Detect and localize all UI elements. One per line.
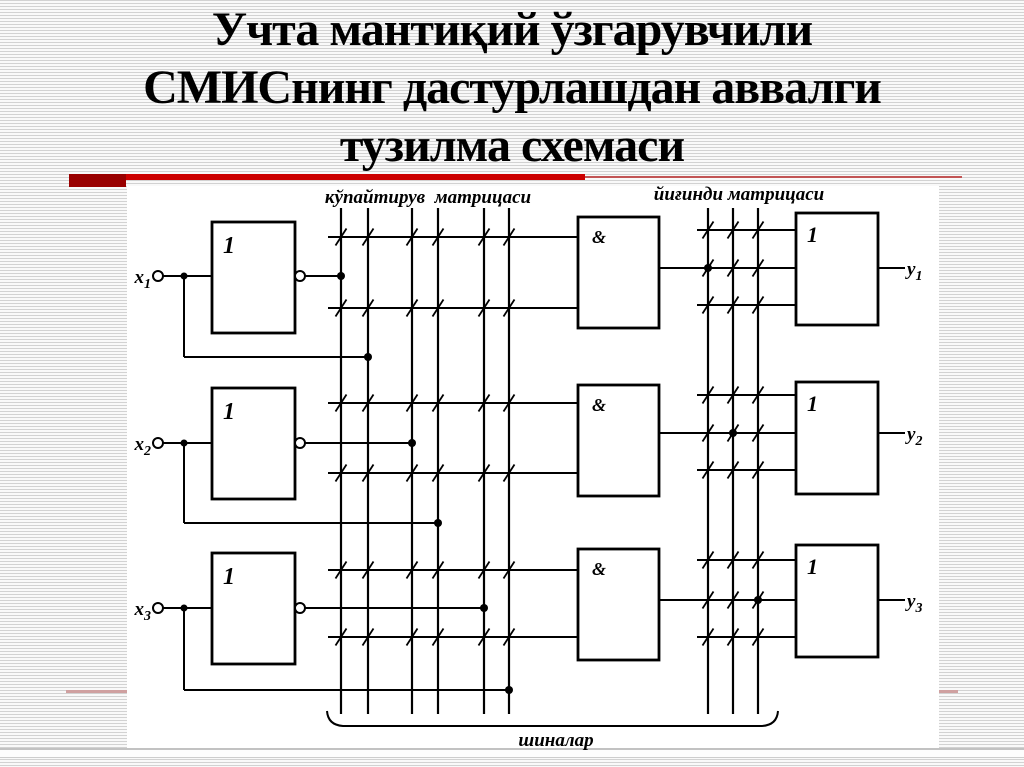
- multiplication-matrix: [328, 208, 578, 714]
- and-gate-box-1: [576, 215, 661, 330]
- or-gate-box-2: [794, 380, 880, 496]
- input-label-x3: x3: [134, 599, 152, 624]
- not-gate-label-1: 1: [223, 233, 235, 259]
- input-group-2: x2: [134, 434, 442, 527]
- and-gate-2: &: [576, 383, 796, 498]
- or-gate-label-2: 1: [807, 391, 818, 416]
- or-gate-box-3: [794, 543, 880, 659]
- not-gate-box-1: [210, 220, 297, 335]
- input-label-x2: x2: [134, 434, 152, 459]
- sum-matrix: [697, 208, 796, 714]
- sum-term-rows-3: [697, 551, 796, 646]
- title-line-3: тузилма схемаси: [339, 119, 685, 172]
- output-label-y2: y2: [905, 424, 922, 449]
- output-label-y3: y3: [905, 591, 922, 616]
- or-gate-label-3: 1: [807, 554, 818, 579]
- sum-matrix-label: йиғинди матрицаси: [654, 184, 824, 205]
- or-gate-2: 1 y2: [794, 380, 922, 496]
- buses-label: шиналар: [518, 730, 593, 751]
- title-underline-red-bar: [126, 174, 585, 180]
- and-gate-label-2: &: [592, 395, 606, 415]
- and-gate-label-1: &: [592, 227, 606, 247]
- product-term-rows-1: [328, 228, 578, 317]
- and-gate-box-2: [576, 383, 661, 498]
- and-gate-box-3: [576, 547, 661, 662]
- input-label-x1: x1: [134, 267, 152, 292]
- and-gate-1: &: [576, 215, 796, 330]
- slide-title: Учта мантиқий ўзгарувчили СМИСнинг дасту…: [0, 1, 1024, 175]
- or-gate-label-1: 1: [807, 222, 818, 247]
- buses-brace: [326, 710, 779, 727]
- title-line-1: Учта мантиқий ўзгарувчили: [211, 3, 813, 56]
- bottom-rule: [0, 748, 1024, 758]
- not-gate-box-3: [210, 551, 297, 666]
- or-gate-1: 1 y1: [794, 211, 922, 327]
- title-underline-thin-line: [585, 176, 962, 178]
- not-gate-3: 1: [210, 551, 488, 666]
- not-gate-2: 1: [210, 386, 416, 501]
- and-gate-label-3: &: [592, 559, 606, 579]
- and-gate-3: &: [576, 547, 796, 662]
- title-line-2: СМИСнинг дастурлашдан аввалги: [143, 61, 882, 114]
- or-gate-3: 1 y3: [794, 543, 922, 659]
- input-group-3: x3: [134, 599, 513, 694]
- not-gate-label-3: 1: [223, 564, 235, 590]
- output-label-y1: y1: [905, 259, 922, 284]
- product-term-rows-2: [328, 394, 578, 482]
- not-gate-1: 1: [210, 220, 345, 335]
- input-group-1: x1: [134, 267, 372, 361]
- product-term-rows-3: [328, 561, 578, 646]
- multiplication-matrix-label: кўпайтирув матрицаси: [325, 187, 531, 208]
- title-underline-dark-segment: [69, 174, 126, 187]
- not-gate-label-2: 1: [223, 399, 235, 425]
